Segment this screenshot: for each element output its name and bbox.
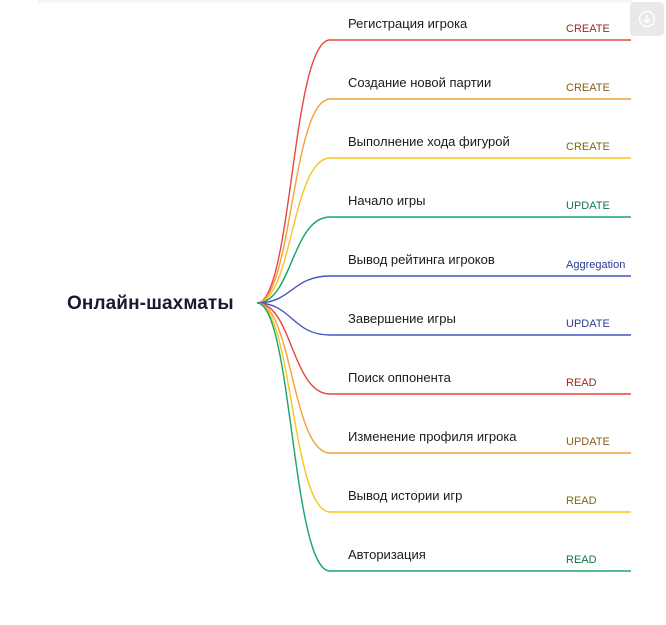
branch-label[interactable]: Начало игры xyxy=(348,193,426,208)
branch-label[interactable]: Поиск оппонента xyxy=(348,370,451,385)
branch-connector xyxy=(256,302,631,395)
branch-connector xyxy=(256,275,631,304)
branch-label[interactable]: Вывод рейтинга игроков xyxy=(348,252,495,267)
branch-connector xyxy=(256,302,631,336)
branch-connector xyxy=(256,216,631,304)
branch-label[interactable]: Завершение игры xyxy=(348,311,456,326)
branch-label[interactable]: Выполнение хода фигурой xyxy=(348,134,510,149)
root-node-label[interactable]: Онлайн-шахматы xyxy=(67,293,234,314)
branch-connector xyxy=(256,302,631,513)
branch-connector xyxy=(256,157,631,304)
branch-label[interactable]: Вывод истории игр xyxy=(348,488,463,503)
operation-tag: CREATE xyxy=(566,23,610,35)
operation-tag: READ xyxy=(566,377,597,389)
branch-connector xyxy=(256,98,631,304)
operation-tag: READ xyxy=(566,554,597,566)
download-button[interactable] xyxy=(630,2,664,36)
operation-tag: READ xyxy=(566,495,597,507)
operation-tag: UPDATE xyxy=(566,200,610,212)
operation-tag: UPDATE xyxy=(566,436,610,448)
operation-tag: CREATE xyxy=(566,82,610,94)
operation-tag: UPDATE xyxy=(566,318,610,330)
branch-connector xyxy=(256,302,631,572)
branch-label[interactable]: Изменение профиля игрока xyxy=(348,429,517,444)
branch-label[interactable]: Создание новой партии xyxy=(348,75,492,90)
operation-tag: CREATE xyxy=(566,141,610,153)
branch-connector xyxy=(256,302,631,454)
top-divider xyxy=(38,0,632,4)
operation-tag: Aggregation xyxy=(566,259,626,271)
branch-label[interactable]: Авторизация xyxy=(348,547,426,562)
branch-label[interactable]: Регистрация игрока xyxy=(348,16,468,31)
download-icon xyxy=(638,10,656,28)
branch-connector xyxy=(256,39,631,304)
